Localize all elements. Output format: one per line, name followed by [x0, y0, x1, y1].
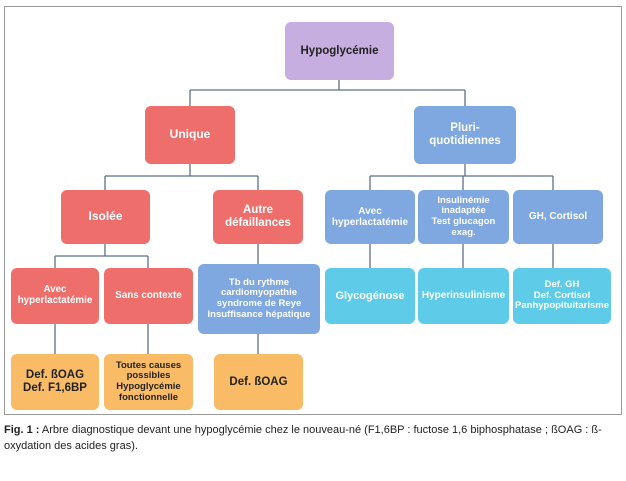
- connector-lines: [54, 80, 554, 354]
- node-tb-rythme-label: Tb du rythme cardiomyopathie syndrome de…: [207, 276, 311, 320]
- node-hyperinsulinisme-label: Hyperinsulinisme: [421, 290, 506, 302]
- connector-blue-down: [369, 244, 554, 268]
- node-gh-cortisol-label: GH, Cortisol: [528, 211, 588, 223]
- node-pluri-quotidiennes: Pluri- quotidiennes: [414, 106, 516, 164]
- node-glycogenose: Glycogénose: [325, 268, 415, 324]
- node-def-boag-f16bp-label: Def. ßOAG Def. F1,6BP: [23, 369, 87, 394]
- connector-root: [189, 80, 466, 106]
- connector-pluri: [369, 164, 554, 190]
- node-insulinemie-label: Insulinémie inadaptée Test glucagon exag…: [431, 194, 496, 238]
- node-def-boag: Def. ßOAG: [214, 354, 303, 410]
- node-avec-hyperlactatemie-pluri-label: Avec hyperlactatémie: [331, 205, 409, 228]
- node-autre-label: Autre défaillances: [225, 204, 291, 229]
- node-unique-label: Unique: [169, 127, 211, 142]
- node-def-boag-label: Def. ßOAG: [229, 375, 288, 388]
- node-hyperinsulinisme: Hyperinsulinisme: [418, 268, 509, 324]
- node-gh-cortisol: GH, Cortisol: [513, 190, 603, 244]
- node-toutes-causes-label: Toutes causes possibles Hypoglycémie fon…: [115, 359, 182, 403]
- node-toutes-causes: Toutes causes possibles Hypoglycémie fon…: [104, 354, 193, 410]
- connector-unique: [104, 164, 259, 190]
- node-def-gh-cortisol: Def. GH Def. Cortisol Panhypopituitarism…: [513, 268, 611, 324]
- node-def-gh-cortisol-label: Def. GH Def. Cortisol Panhypopituitarism…: [515, 279, 609, 312]
- node-hypoglycemie-label: Hypoglycémie: [300, 44, 379, 57]
- node-avec-hyperlactatemie-unique-label: Avec hyperlactatémie: [17, 284, 93, 306]
- node-unique: Unique: [145, 106, 235, 164]
- figure-caption-label: Fig. 1 :: [4, 424, 40, 436]
- node-def-boag-f16bp: Def. ßOAG Def. F1,6BP: [11, 354, 99, 410]
- node-autre-defaillances: Autre défaillances: [213, 190, 303, 244]
- figure-caption: Fig. 1 : Arbre diagnostique devant une h…: [4, 423, 622, 455]
- node-sans-contexte-label: Sans contexte: [115, 289, 182, 301]
- node-sans-contexte: Sans contexte: [104, 268, 193, 324]
- node-insulinemie: Insulinémie inadaptée Test glucagon exag…: [418, 190, 509, 244]
- node-hypoglycemie: Hypoglycémie: [285, 22, 394, 80]
- node-pluri-label: Pluri- quotidiennes: [429, 122, 501, 147]
- connector-orange-down: [54, 324, 259, 354]
- node-avec-hyperlactatemie-unique: Avec hyperlactatémie: [11, 268, 99, 324]
- node-tb-rythme: Tb du rythme cardiomyopathie syndrome de…: [198, 264, 320, 334]
- node-avec-hyperlactatemie-pluri: Avec hyperlactatémie: [325, 190, 415, 244]
- node-isolee-label: Isolée: [88, 209, 123, 224]
- figure-caption-text: Arbre diagnostique devant une hypoglycém…: [4, 424, 602, 452]
- connector-isolee: [54, 244, 149, 268]
- node-glycogenose-label: Glycogénose: [335, 289, 405, 302]
- node-isolee: Isolée: [61, 190, 150, 244]
